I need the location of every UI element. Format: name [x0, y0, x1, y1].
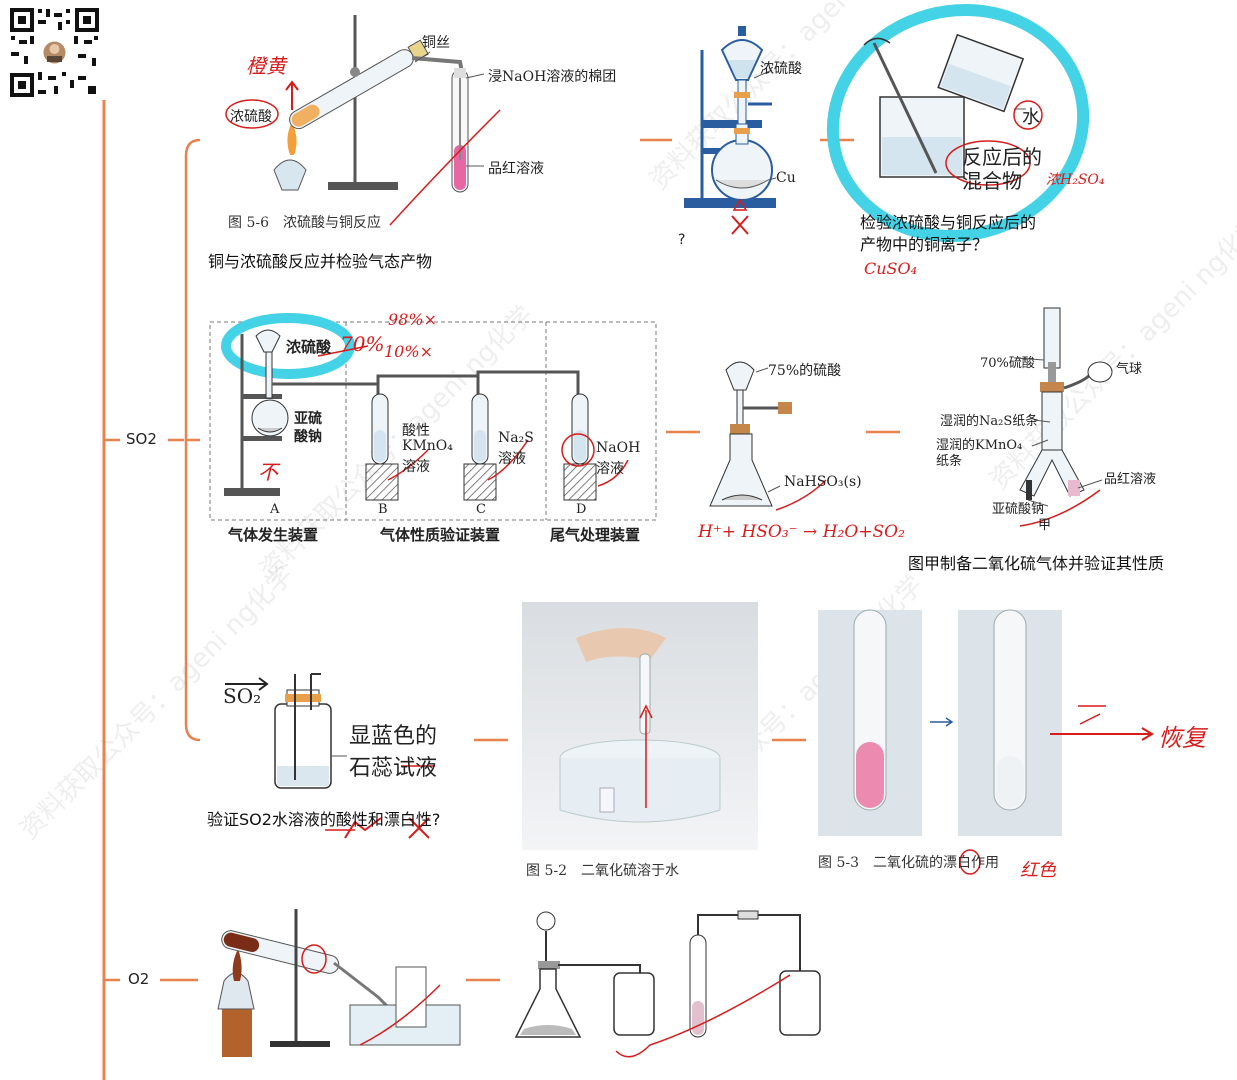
figure-so2-apparatus: 浓硫酸 70% 98%× 10%× 亚硫 酸钠 酸性 KMnO₄ 溶液 Na₂S…	[208, 300, 668, 550]
figure-caption: 图 5-3 二氧化硫的漂白作用	[818, 855, 999, 871]
label-blue-line2: 石蕊试液	[349, 756, 438, 781]
ink-98: 98%×	[388, 310, 437, 329]
caption: 验证SO2水溶液的酸性和漂白性?	[207, 810, 441, 829]
label-naoh-line1: NaOH	[596, 440, 641, 456]
section-gen: 气体发生装置	[228, 526, 319, 544]
figure-funnel-flask: 浓硫酸 Cu ?	[672, 20, 822, 260]
qr-code	[8, 6, 101, 99]
ink-equation: H⁺+ HSO₃⁻ → H₂O+SO₂	[698, 522, 905, 542]
label-sulfite-line2: 甲	[1038, 518, 1052, 533]
figure-caption: 图 5-6 浓硫酸与铜反应	[228, 215, 381, 231]
label-kmno4-line1: 酸性	[402, 423, 430, 439]
label-acid: 75%的硫酸	[768, 363, 842, 379]
label-copper-wire: 铜丝	[422, 35, 450, 51]
label-solid: NaHSO₃(s)	[784, 474, 862, 490]
label-kmno4-line1: 湿润的KMnO₄	[936, 438, 1023, 453]
label-acid: 浓硫酸	[230, 109, 272, 125]
ink-note2: CuSO₄	[864, 259, 918, 278]
section-verify: 气体性质验证装置	[380, 526, 501, 544]
label-kmno4-line2: 纸条	[936, 454, 963, 469]
figure-o2-flask-train	[510, 905, 840, 1077]
ink-note: 橙黄	[246, 54, 286, 78]
label-sulfite-line2: 酸钠	[294, 429, 322, 445]
caption: 铜与浓硫酸反应并检验气态产物	[208, 252, 433, 271]
ink-note2: 红色	[1020, 860, 1056, 881]
label-na2s-line2: 溶液	[498, 451, 526, 467]
label-sulfite-line1: 亚硫酸钠	[992, 502, 1045, 517]
label-na2s-paper: 湿润的Na₂S纸条	[940, 414, 1039, 429]
caption-line2: 产物中的铜离子？	[860, 235, 989, 254]
node-so2[interactable]: SO2	[126, 430, 157, 448]
figure-nahso3-flask: 75%的硫酸 NaHSO₃(s) H⁺+ HSO₃⁻ → H₂O+SO₂	[696, 340, 905, 555]
label-sulfite-line1: 亚硫	[294, 411, 322, 427]
label-naoh-line2: 溶液	[596, 461, 624, 477]
ink-note: 恢复	[1158, 724, 1206, 752]
figure-o2-heating	[200, 905, 470, 1077]
label-so2: SO₂	[223, 684, 262, 708]
label-acid: 70%硫酸	[980, 356, 1035, 371]
figure-so2-litmus: SO₂ 显蓝色的 石蕊试液 验证SO2水溶液的酸性和漂白性?	[205, 670, 475, 840]
label-kmno4-line3: 溶液	[402, 459, 430, 475]
label-B: B	[378, 502, 388, 517]
node-o2[interactable]: O2	[128, 970, 150, 988]
label-na2s-line1: Na₂S	[498, 430, 534, 446]
figure-y-tube-apparatus: 70%硫酸 气球 湿润的Na₂S纸条 湿润的KMnO₄ 纸条 品红溶液 亚硫酸钠…	[900, 300, 1220, 580]
label-cu: Cu	[776, 170, 796, 186]
label-question: ?	[678, 232, 686, 248]
ink-note: 浓H₂SO₄	[1046, 172, 1105, 188]
label-water: 水	[1022, 107, 1040, 128]
label-acid: 浓硫酸	[286, 338, 332, 356]
label-balloon: 气球	[1116, 362, 1143, 377]
label-kmno4-line2: KMnO₄	[402, 438, 453, 454]
label-A: A	[270, 502, 280, 517]
label-mixture-line1: 反应后的	[962, 145, 1042, 169]
section-tail: 尾气处理装置	[550, 526, 641, 544]
caption-line1: 检验浓硫酸与铜反应后的	[860, 213, 1037, 232]
ink-note: 不	[258, 460, 278, 484]
figure-check-copper-ion: 水 反应后的 混合物 浓H₂SO₄ 检验浓硫酸与铜反应后的 产物中的铜离子？ C…	[820, 4, 1120, 295]
figure-so2-dissolve-photo: 图 5-2 二氧化硫溶于水	[516, 598, 764, 886]
label-blue-line1: 显蓝色的	[349, 724, 438, 749]
figure-so2-bleaching: 图 5-3 二氧化硫的漂白作用 恢复 红色	[806, 606, 1226, 886]
figure-copper-acid-reaction: 铜丝 浸NaOH溶液的棉团 浓硫酸 品红溶液 橙黄 图 5-6 浓硫酸与铜反应 …	[200, 10, 640, 271]
label-mixture-line2: 混合物	[962, 169, 1022, 193]
ink-70: 70%	[340, 332, 385, 356]
caption: 图甲制备二氧化硫气体并验证其性质	[908, 554, 1165, 573]
label-pinkred: 品红溶液	[488, 161, 544, 177]
ink-10: 10%×	[384, 342, 433, 361]
label-cotton: 浸NaOH溶液的棉团	[488, 69, 617, 85]
label-acid: 浓硫酸	[760, 61, 802, 77]
label-C: C	[476, 502, 486, 517]
figure-caption: 图 5-2 二氧化硫溶于水	[526, 863, 679, 879]
label-pinkred: 品红溶液	[1104, 472, 1157, 487]
label-D: D	[576, 502, 587, 517]
